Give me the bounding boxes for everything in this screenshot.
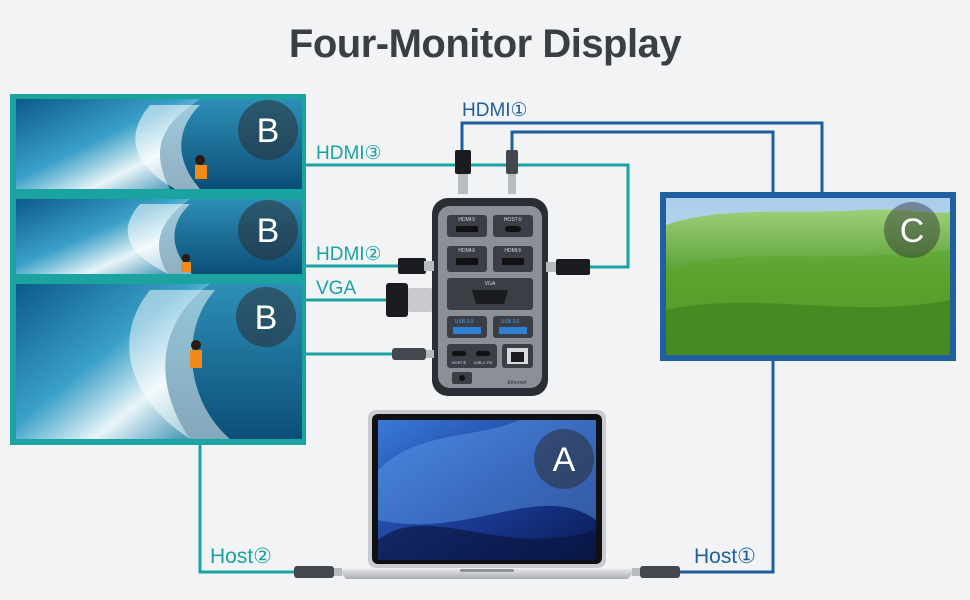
hub-port-hdmi2-label: HDMI② — [458, 248, 476, 254]
hub-port-ethernet-label: Ethernet — [508, 380, 528, 386]
laptop: A MacBook Air — [338, 410, 636, 579]
label-host2: Host② — [210, 545, 272, 568]
monitor-b-bottom: B — [10, 279, 306, 445]
host1-cable — [510, 130, 775, 574]
hub-port-usbc-right-label: USB-C PD — [473, 360, 492, 365]
monitor-b-top-badge: B — [257, 112, 280, 150]
monitor-b-bottom-badge: B — [255, 299, 278, 337]
hdmi2-plug — [398, 258, 426, 274]
docking-hub: HDMI① HOST① HDMI② HDMI③ VGA USB 3.0 USB … — [386, 150, 590, 396]
hdmi1-plug — [455, 150, 471, 174]
hub-port-usb-right-label: USB 3.0 — [501, 319, 520, 325]
diagram-title: Four-Monitor Display — [288, 22, 682, 66]
label-vga: VGA — [316, 278, 356, 299]
hub-port-hdmi1-label: HDMI① — [458, 217, 476, 223]
hdmi1-cable — [460, 121, 824, 192]
monitor-c: C — [660, 192, 956, 361]
hub-port-host1-label: HOST① — [504, 217, 523, 223]
monitor-b-top: B — [10, 94, 306, 194]
host2-plug — [294, 566, 334, 578]
hub-port-usb-left-label: USB 3.0 — [455, 319, 474, 325]
host1-laptop-plug — [640, 566, 680, 578]
monitor-c-badge: C — [900, 212, 925, 250]
hdmi3-plug — [556, 259, 590, 275]
label-host1: Host① — [694, 545, 756, 568]
label-hdmi2: HDMI② — [316, 244, 382, 265]
label-hdmi1: HDMI① — [462, 100, 528, 121]
host1-plug — [506, 150, 518, 174]
vga-plug — [386, 283, 408, 317]
laptop-badge: A — [553, 441, 576, 479]
hub-port-hdmi3-label: HDMI③ — [504, 248, 522, 254]
label-hdmi3: HDMI③ — [316, 143, 382, 164]
monitor-b-middle-badge: B — [257, 212, 280, 250]
usbc-out-plug — [392, 348, 426, 360]
hub-port-vga-label: VGA — [485, 281, 496, 287]
hub-port-usbc-left-label: HOST② — [452, 360, 467, 365]
monitor-b-middle: B — [10, 194, 306, 279]
